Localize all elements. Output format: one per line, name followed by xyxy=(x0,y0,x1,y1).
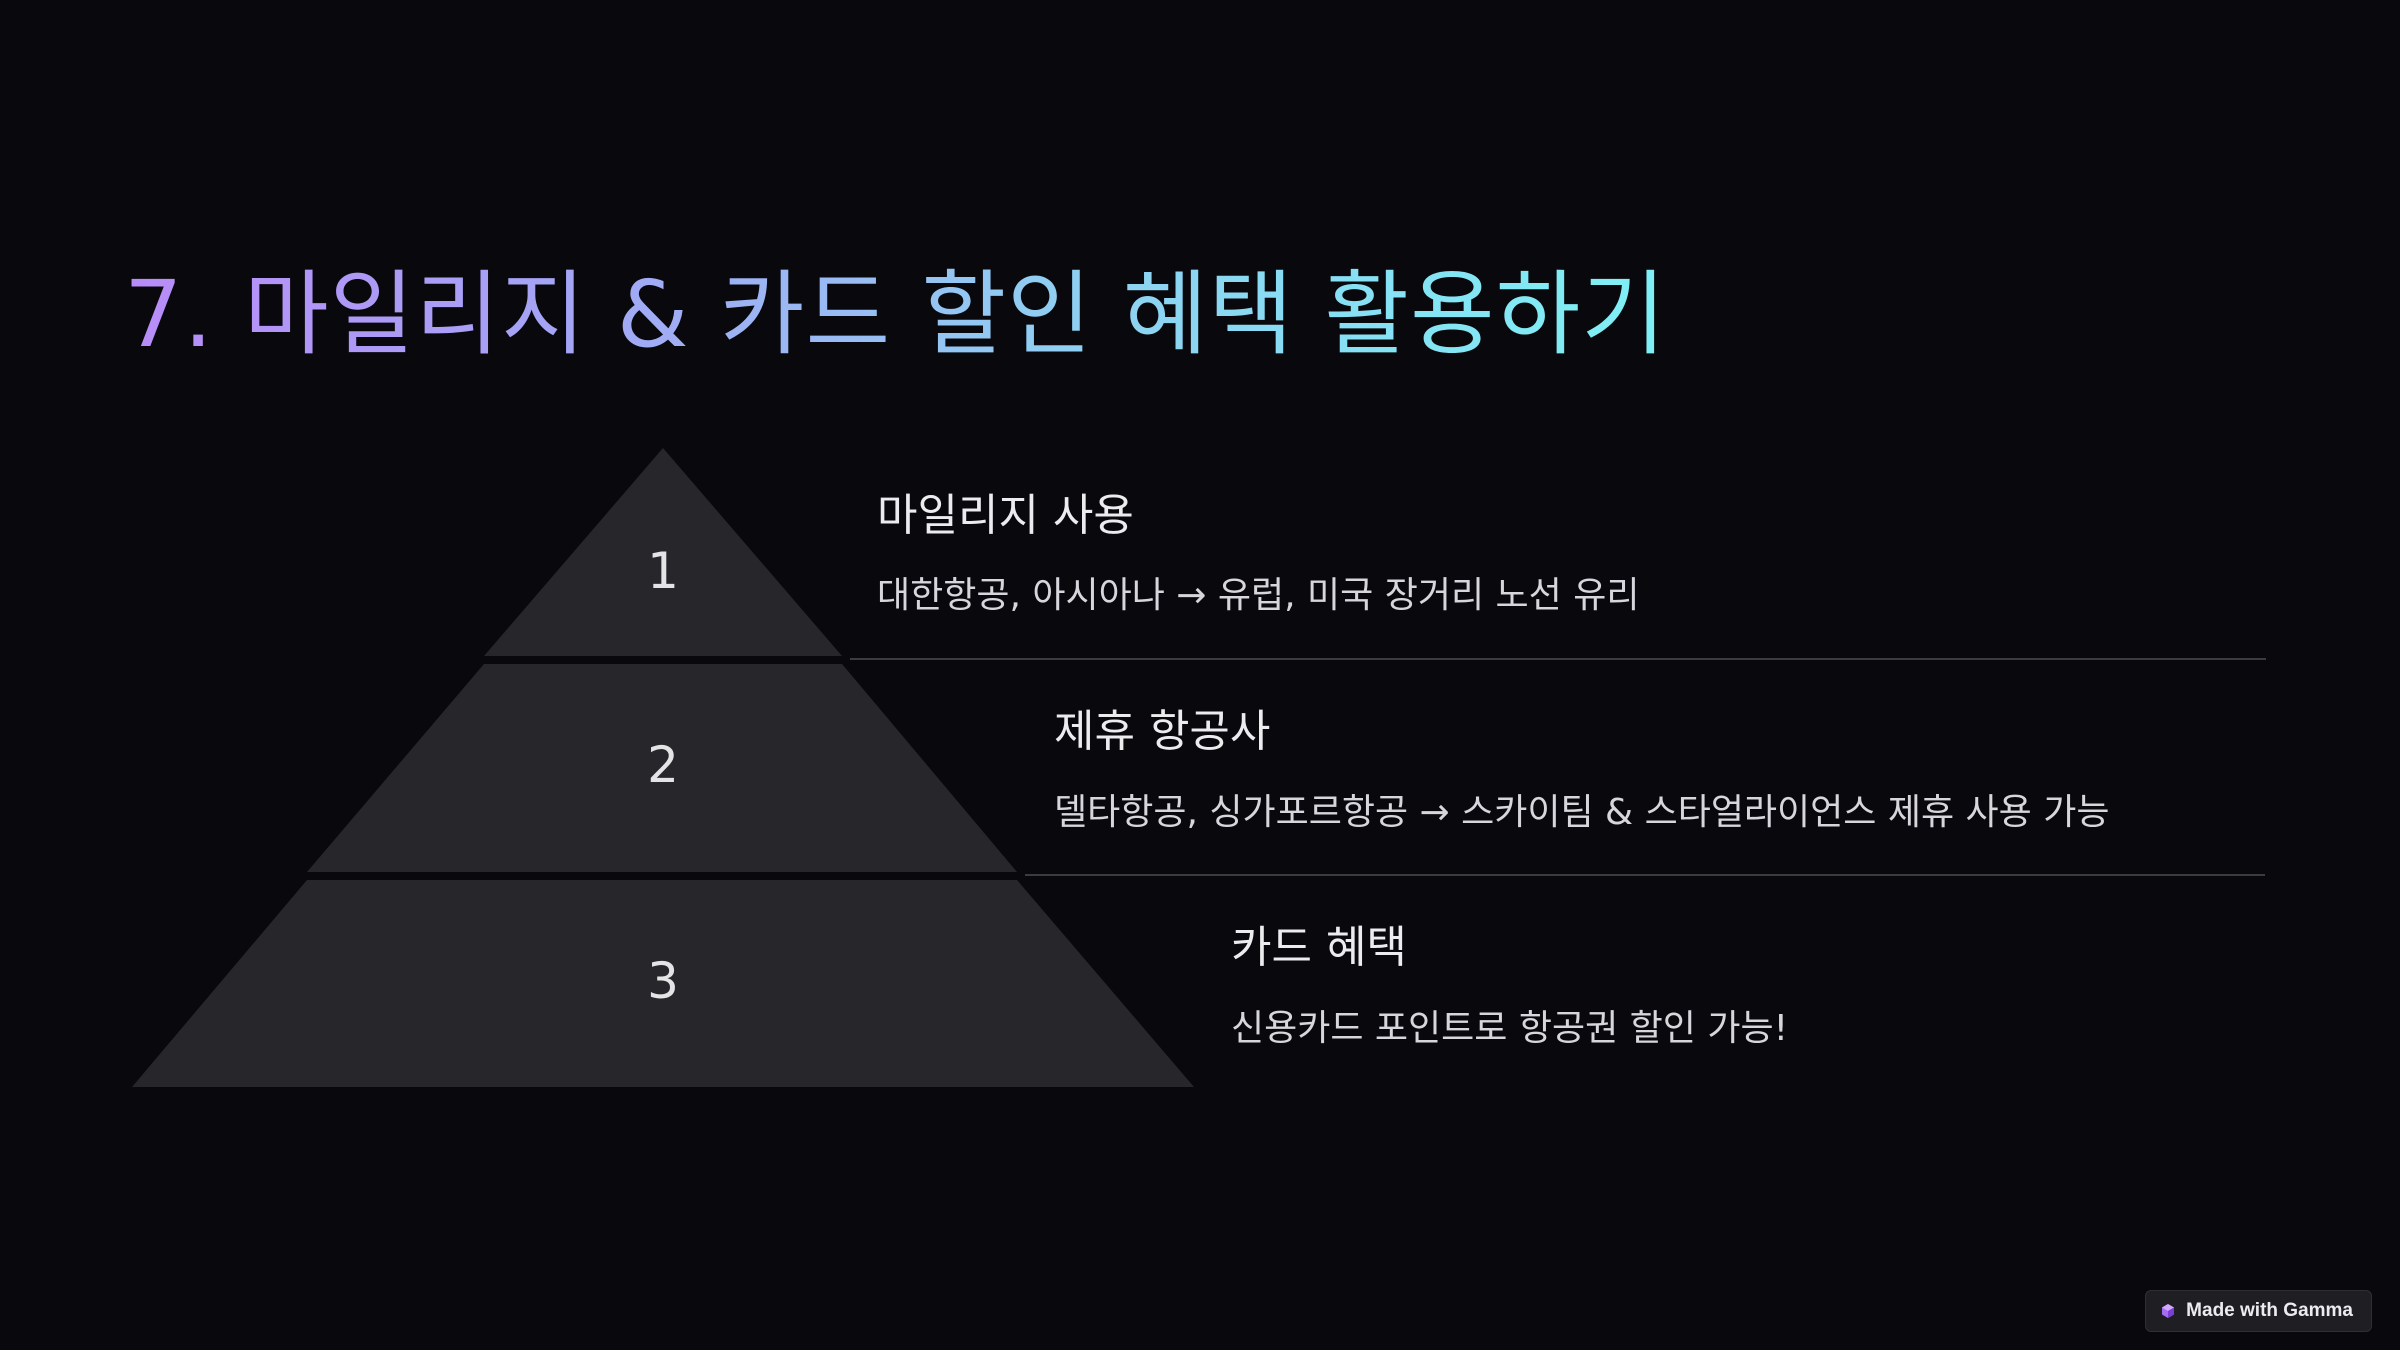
pyramid-tier-2-shape xyxy=(307,664,1017,872)
tier-2-number: 2 xyxy=(647,736,679,794)
tier-3-description: 신용카드 포인트로 항공권 할인 가능! xyxy=(1231,1008,1789,1049)
tier-2-divider xyxy=(1025,874,2265,876)
pyramid-tier-1-shape xyxy=(484,448,842,656)
tier-1-number: 1 xyxy=(647,542,679,600)
made-with-gamma-badge[interactable]: Made with Gamma xyxy=(2145,1290,2372,1332)
slide-title: 7. 마일리지 & 카드 할인 혜택 활용하기 xyxy=(124,250,1667,380)
tier-1-divider xyxy=(850,658,2266,660)
tier-3-number: 3 xyxy=(647,952,679,1010)
tier-2-heading: 제휴 항공사 xyxy=(1054,706,1271,757)
tier-1-description: 대한항공, 아시아나 → 유럽, 미국 장거리 노선 유리 xyxy=(877,575,1640,616)
badge-label: Made with Gamma xyxy=(2186,1300,2353,1321)
pyramid-tier-3-shape xyxy=(132,880,1194,1087)
tier-1-heading: 마일리지 사용 xyxy=(877,490,1134,541)
tier-3-heading: 카드 혜택 xyxy=(1231,922,1407,973)
tier-2-description: 델타항공, 싱가포르항공 → 스카이팀 & 스타얼라이언스 제휴 사용 가능 xyxy=(1054,792,2110,833)
gamma-logo-icon xyxy=(2162,1304,2175,1318)
